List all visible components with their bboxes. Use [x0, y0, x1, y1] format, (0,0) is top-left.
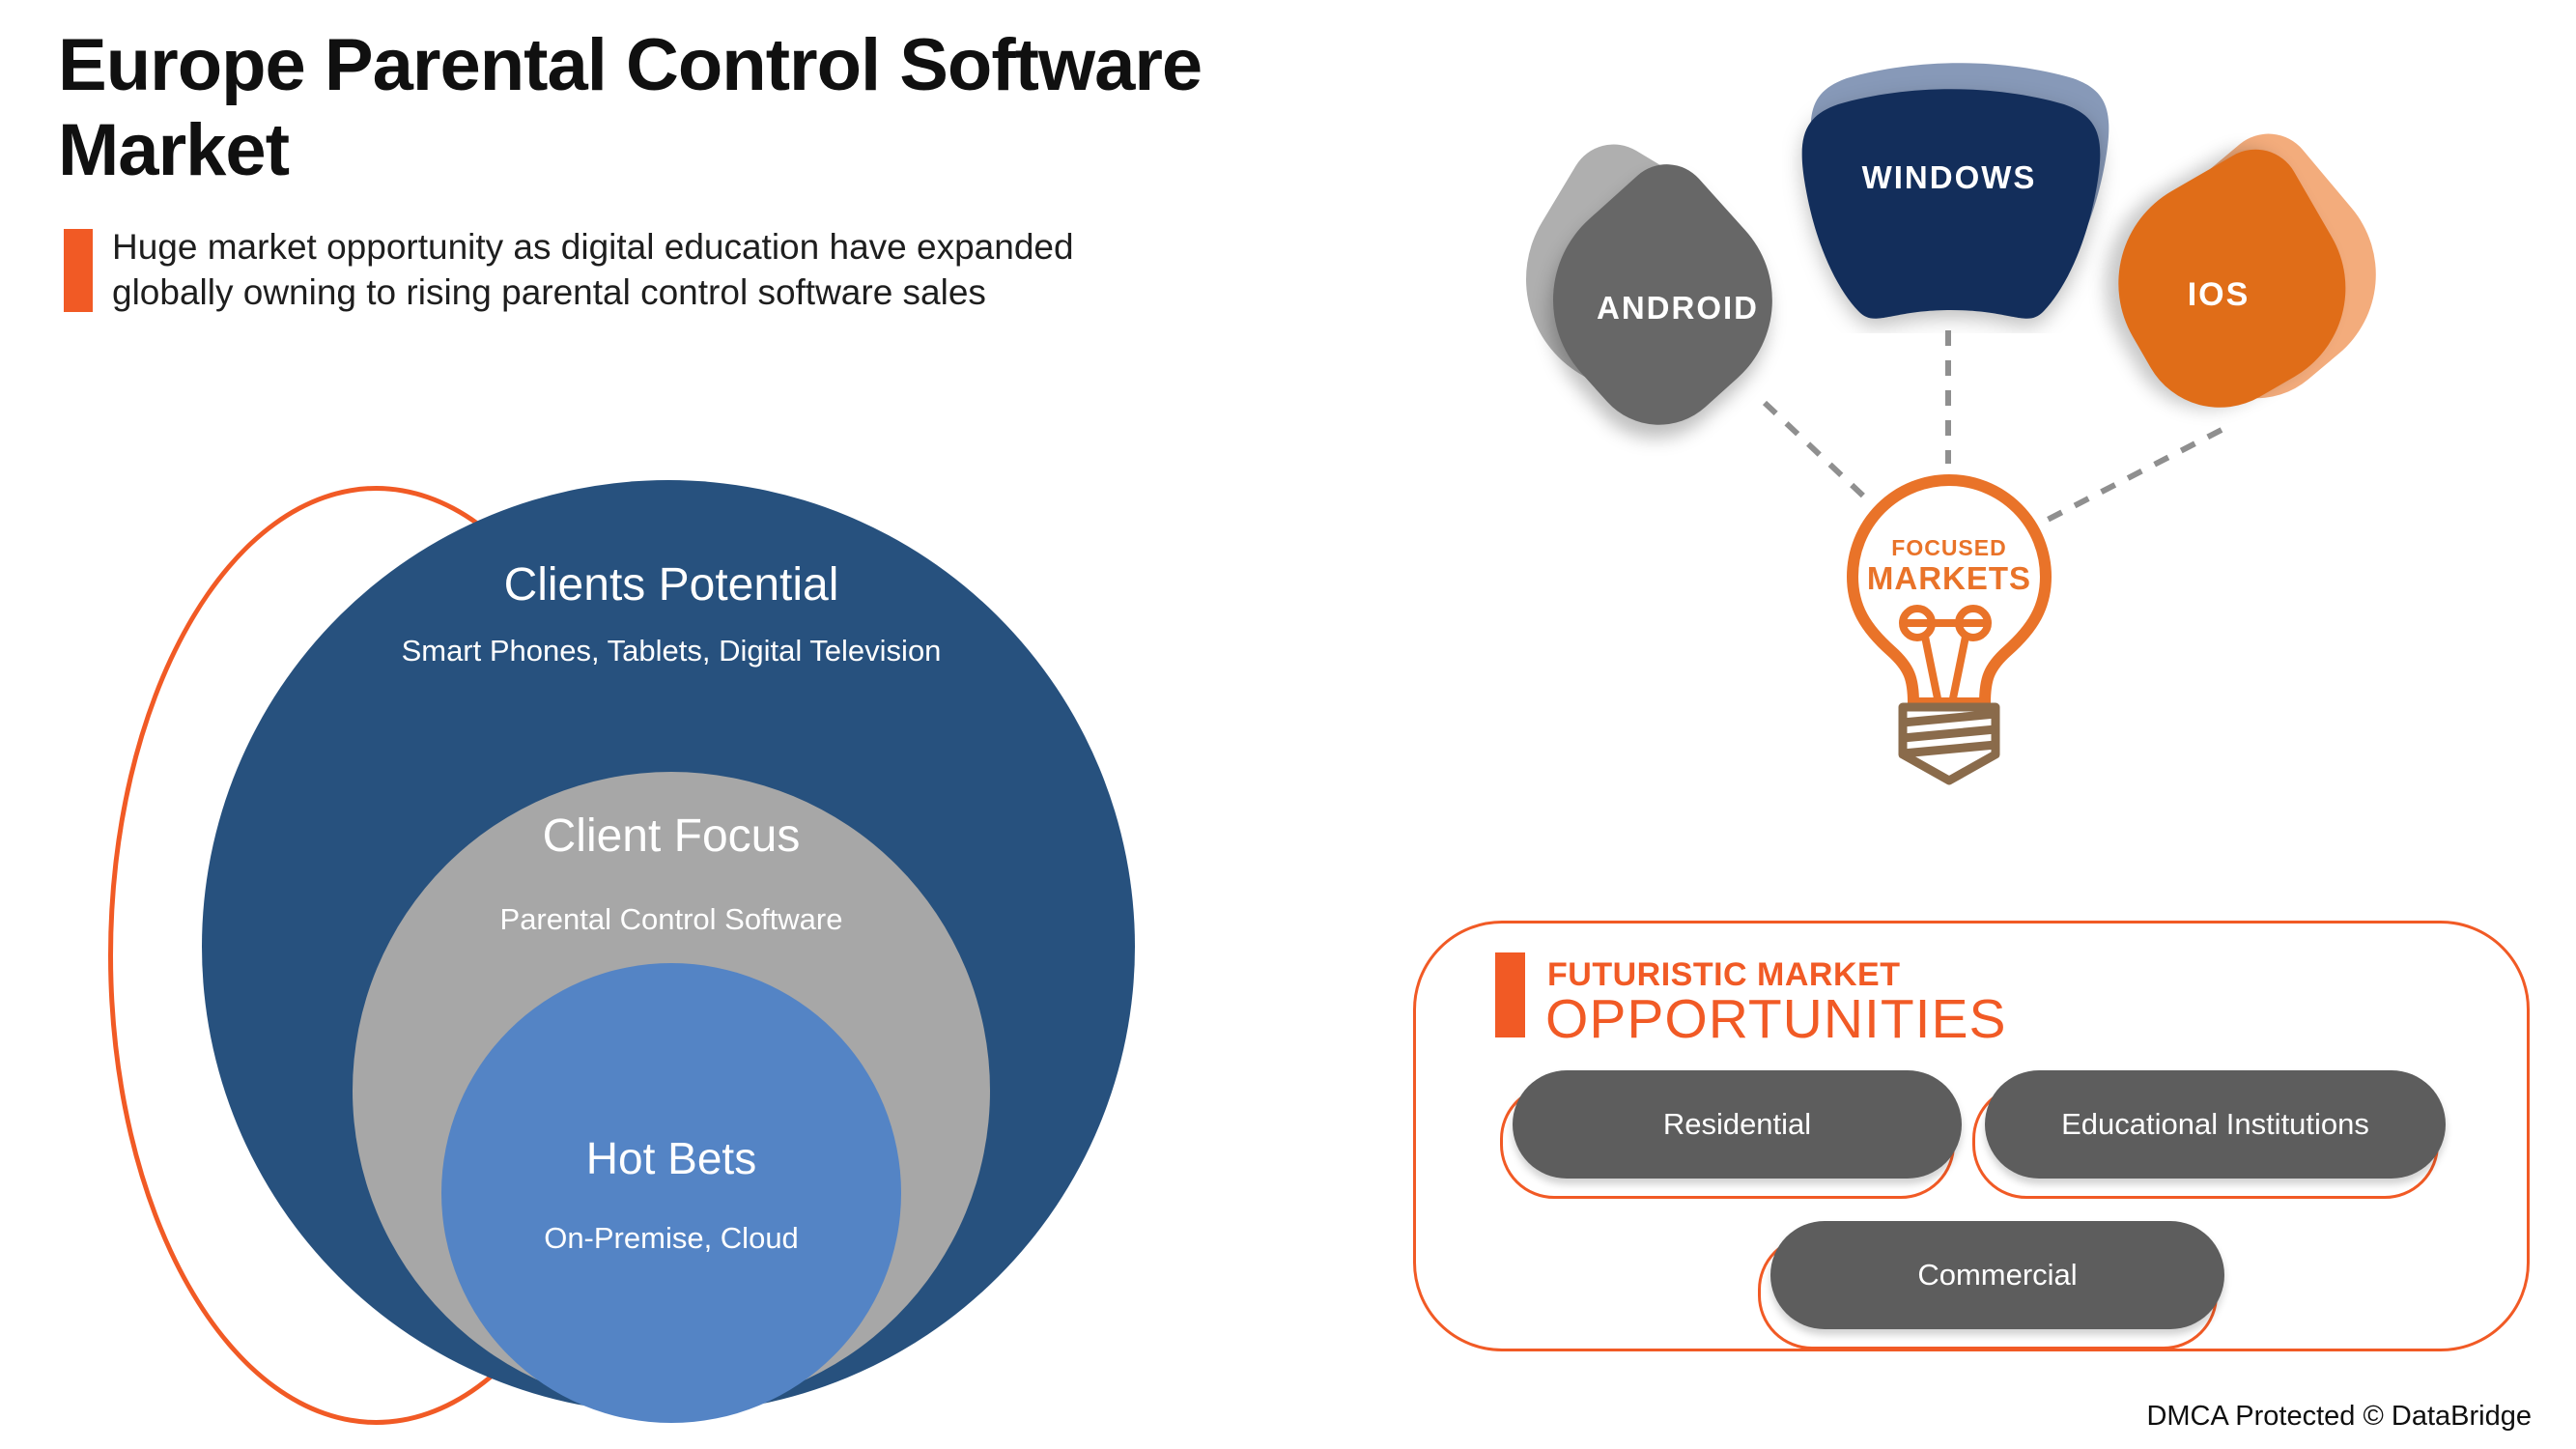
lightbulb-glass [1847, 474, 2052, 709]
subtitle-accent-bar [64, 229, 93, 312]
page-title-line2: Market [58, 109, 290, 191]
opportunities-heading-line1: FUTURISTIC MARKET [1547, 956, 1901, 993]
opportunities-heading-line2: OPPORTUNITIES [1545, 988, 2007, 1050]
subtitle-line1: Huge market opportunity as digital educa… [112, 227, 1074, 267]
connector-dashed-line-android [1762, 400, 1870, 502]
dashed-connectors [1762, 330, 2223, 526]
venn-ring-hot-bets [441, 963, 901, 1423]
android-label: ANDROID [1597, 290, 1759, 326]
dmca-protection-note: DMCA Protected © DataBridge [2146, 1401, 2532, 1432]
venn-sublabel-clients-potential: Smart Phones, Tablets, Digital Televisio… [401, 634, 942, 668]
windows-shape [1801, 63, 2109, 319]
subtitle-line2: globally owning to rising parental contr… [112, 272, 986, 312]
venn-sublabel-client-focus: Parental Control Software [499, 902, 843, 936]
residential-pill: Residential [1513, 1070, 1962, 1179]
venn-label-clients-potential: Clients Potential [503, 559, 839, 611]
page-title-line1: Europe Parental Control Software [58, 24, 1203, 106]
lightbulb-icon [1847, 474, 2052, 785]
educational-institutions-pill: Educational Institutions [1985, 1070, 2446, 1179]
venn-label-hot-bets: Hot Bets [585, 1133, 757, 1183]
focused-markets-label-line2: MARKETS [1866, 560, 2032, 596]
commercial-pill: Commercial [1770, 1221, 2224, 1329]
lightbulb-base [1898, 702, 2000, 785]
windows-label: WINDOWS [1861, 159, 2037, 195]
lightbulb-filament [1899, 605, 1992, 699]
opportunities-accent-bar [1495, 952, 1525, 1037]
ios-label: IOS [2187, 276, 2250, 313]
focused-markets-label-line1: FOCUSED [1891, 535, 2007, 560]
venn-label-client-focus: Client Focus [542, 810, 801, 862]
connector-dashed-line-ios [2038, 427, 2223, 526]
windows-shape-main [1801, 89, 2101, 319]
venn-sublabel-hot-bets: On-Premise, Cloud [544, 1221, 799, 1255]
